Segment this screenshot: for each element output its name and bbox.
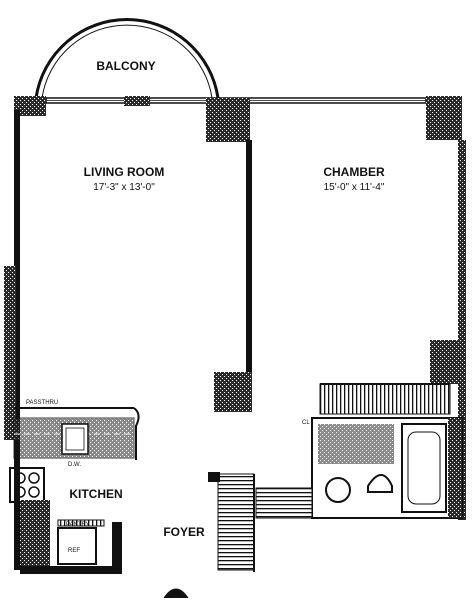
wall-right-notch [430, 340, 460, 384]
wall-partition [246, 140, 252, 380]
foyer-closet-left [217, 473, 255, 571]
chamber-closet [319, 383, 451, 415]
balcony-outline-inner [41, 24, 213, 99]
wall-left-hatched [4, 266, 16, 440]
balcony-label: BALCONY [96, 59, 155, 73]
bath-vanity [318, 424, 394, 464]
closet-label: CL [302, 420, 310, 426]
wall-kitchen-left [14, 440, 20, 570]
wall-top-right-corner [426, 96, 462, 140]
passthru-label: PASSTHRU [26, 400, 58, 406]
wall-foyer-stub [208, 472, 220, 482]
wall-top-left-corner [14, 96, 46, 116]
bathtub-inner [407, 431, 441, 505]
wall-right-exterior [458, 140, 466, 520]
living-room-dimensions: 17'-3" x 13'-0" [93, 182, 155, 193]
wall-left-exterior [14, 110, 20, 440]
chamber-dimensions: 15'-0" x 11'-4" [324, 182, 385, 193]
foyer-label: FOYER [163, 525, 205, 539]
refrigerator [57, 527, 97, 565]
entry-door-marker [163, 588, 189, 599]
dishwasher-label: D.W. [68, 462, 81, 468]
bath-sink [325, 477, 351, 503]
pantry-label: PANTRY [66, 522, 90, 528]
living-room-label: LIVING ROOM [84, 165, 165, 179]
wall-center-pier [206, 98, 250, 142]
refrigerator-label: REF [68, 548, 80, 554]
wall-top-center [124, 96, 150, 106]
foyer-closet-right [255, 487, 313, 519]
wall-bath-right [448, 418, 462, 518]
pantry-shelf [57, 519, 105, 527]
wall-kitchen-right-post [112, 522, 122, 574]
chamber-label: CHAMBER [323, 165, 385, 179]
wall-partition-end [214, 372, 252, 412]
wall-kitchen-bottom-left [20, 500, 50, 570]
toilet [367, 474, 393, 493]
wall-kitchen-bottom [20, 566, 116, 574]
balcony-outline [34, 18, 220, 99]
kitchen-label: KITCHEN [69, 487, 122, 501]
